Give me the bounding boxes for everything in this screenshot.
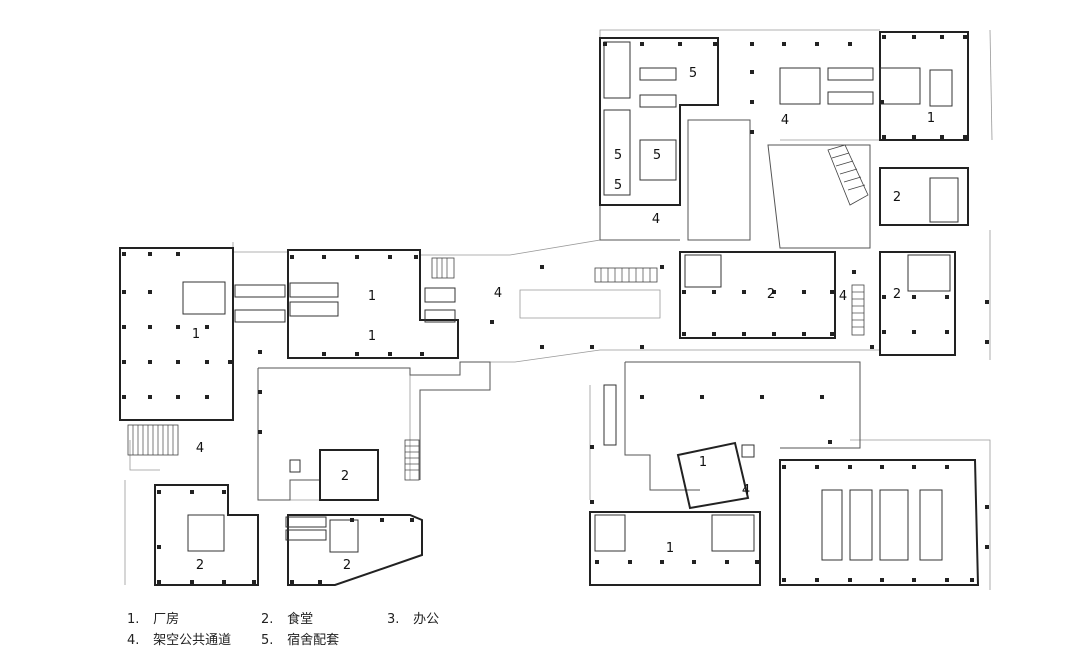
legend-number: 5. [261,633,274,648]
room-label-factory: 1 [368,329,376,344]
room-label-passage: 4 [742,483,750,498]
legend-item-public-passage: 4. 架空公共通道 [127,629,231,648]
room-label-passage: 4 [839,289,847,304]
room-label-canteen: 2 [196,558,204,573]
room-label-canteen: 2 [893,287,901,302]
legend-item-factory: 1. 厂房 [127,608,179,627]
room-label-passage: 4 [196,441,204,456]
legend-item-dormitory: 5. 宿舍配套 [261,629,339,648]
room-label-factory: 1 [927,111,935,126]
room-label-dormitory: 5 [614,148,622,163]
room-label-passage: 4 [781,113,789,128]
building-walls [119,31,980,586]
room-label-factory: 1 [368,289,376,304]
room-label-canteen: 2 [343,558,351,573]
legend-number: 1. [127,612,140,627]
room-label-factory: 1 [699,455,707,470]
room-label-canteen: 2 [341,469,349,484]
legend-text: 食堂 [287,612,314,627]
room-label-canteen: 2 [893,190,901,205]
room-label-canteen: 2 [767,287,775,302]
room-label-dormitory: 5 [614,178,622,193]
legend-number: 2. [261,612,274,627]
structural-columns [122,35,989,584]
stairs [127,144,869,481]
legend-number: 3. [387,612,400,627]
legend: 1. 厂房 2. 食堂 3. 办公 4. 架空公共通道 5. 宿舍配套 [127,608,487,648]
legend-number: 4. [127,633,140,648]
legend-item-canteen: 2. 食堂 [261,608,313,627]
legend-text: 办公 [413,612,440,627]
room-labels: 1 1 1 1 1 1 2 2 2 2 2 2 4 4 4 4 4 4 5 5 … [192,66,935,573]
legend-item-office: 3. 办公 [387,608,439,627]
service-cores [182,41,959,561]
room-label-factory: 1 [666,541,674,556]
room-label-factory: 1 [192,327,200,342]
legend-text: 厂房 [153,612,180,627]
passage-walls [257,119,871,501]
legend-text: 架空公共通道 [153,633,232,648]
room-label-passage: 4 [652,212,660,227]
room-label-dormitory: 5 [689,66,697,81]
legend-text: 宿舍配套 [287,633,340,648]
room-label-passage: 4 [494,286,502,301]
room-label-dormitory: 5 [653,148,661,163]
